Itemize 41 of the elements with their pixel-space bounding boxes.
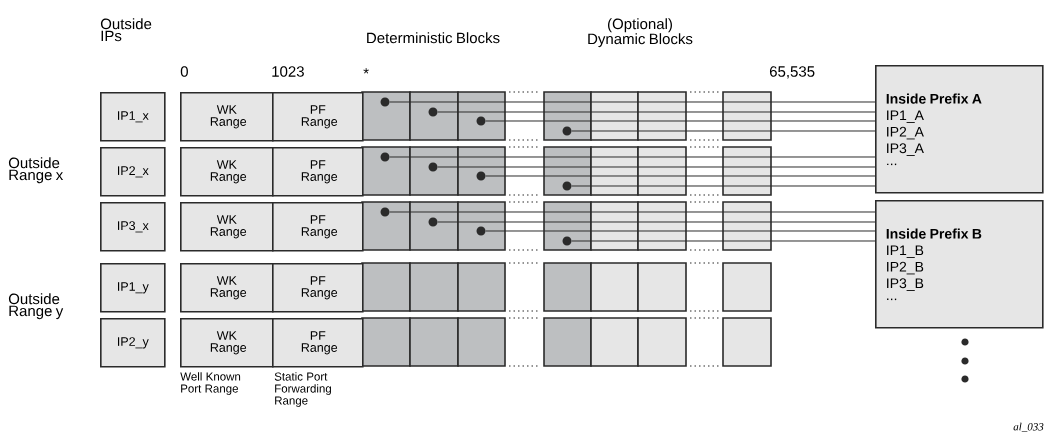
- port-range-cell: PF Range: [272, 92, 364, 142]
- prefix-box: Inside Prefix B IP1_B IP2_B IP3_B ...: [875, 200, 1044, 329]
- connector-line: [485, 175, 876, 177]
- ip-address-box: IP2_x: [100, 147, 166, 197]
- text-label: Outside Range y: [8, 293, 64, 320]
- text-label: Well Known Port Range: [180, 372, 241, 395]
- port-range-cell: PF Range: [272, 202, 364, 252]
- text-label: Deterministic Blocks: [367, 32, 500, 44]
- connector-line: [571, 130, 876, 132]
- prefix-box: Inside Prefix A IP1_A IP2_A IP3_A ...: [875, 65, 1044, 194]
- port-range-cell: PF Range: [272, 147, 364, 197]
- port-range-cell: PF Range: [272, 263, 364, 313]
- text-label: Static Port Forwarding Range: [274, 372, 331, 407]
- ip-address-box: IP3_x: [100, 202, 166, 252]
- ip-address-box: IP1_y: [100, 263, 166, 313]
- text-label: 1023: [272, 66, 304, 77]
- text-label: *: [363, 68, 369, 74]
- connector-line: [389, 156, 876, 158]
- connector-line: [437, 166, 876, 168]
- port-range-cell: WK Range: [180, 263, 274, 313]
- port-range-cell: WK Range: [180, 318, 274, 368]
- text-label: 0: [180, 66, 188, 77]
- text-label: 65,535: [769, 66, 815, 79]
- port-range-cell: WK Range: [180, 202, 274, 252]
- connector-line: [437, 221, 876, 223]
- connector-line: [437, 111, 876, 113]
- connector-line: [485, 230, 876, 232]
- ip-address-box: IP2_y: [100, 318, 166, 368]
- connector-line: [389, 211, 876, 213]
- text-label: al_033: [1013, 422, 1044, 432]
- connector-line: [571, 240, 876, 242]
- connector-line: [389, 101, 876, 103]
- ip-address-box: IP1_x: [100, 92, 166, 142]
- port-range-cell: WK Range: [180, 147, 274, 197]
- connector-line: [485, 120, 876, 122]
- text-label: Outside Range x: [8, 157, 64, 184]
- text-label: Outside IPs: [100, 18, 152, 42]
- connector-line: [571, 185, 876, 187]
- text-label: (Optional) Dynamic Blocks: [588, 18, 693, 48]
- port-range-cell: WK Range: [180, 92, 274, 142]
- port-range-cell: PF Range: [272, 318, 364, 368]
